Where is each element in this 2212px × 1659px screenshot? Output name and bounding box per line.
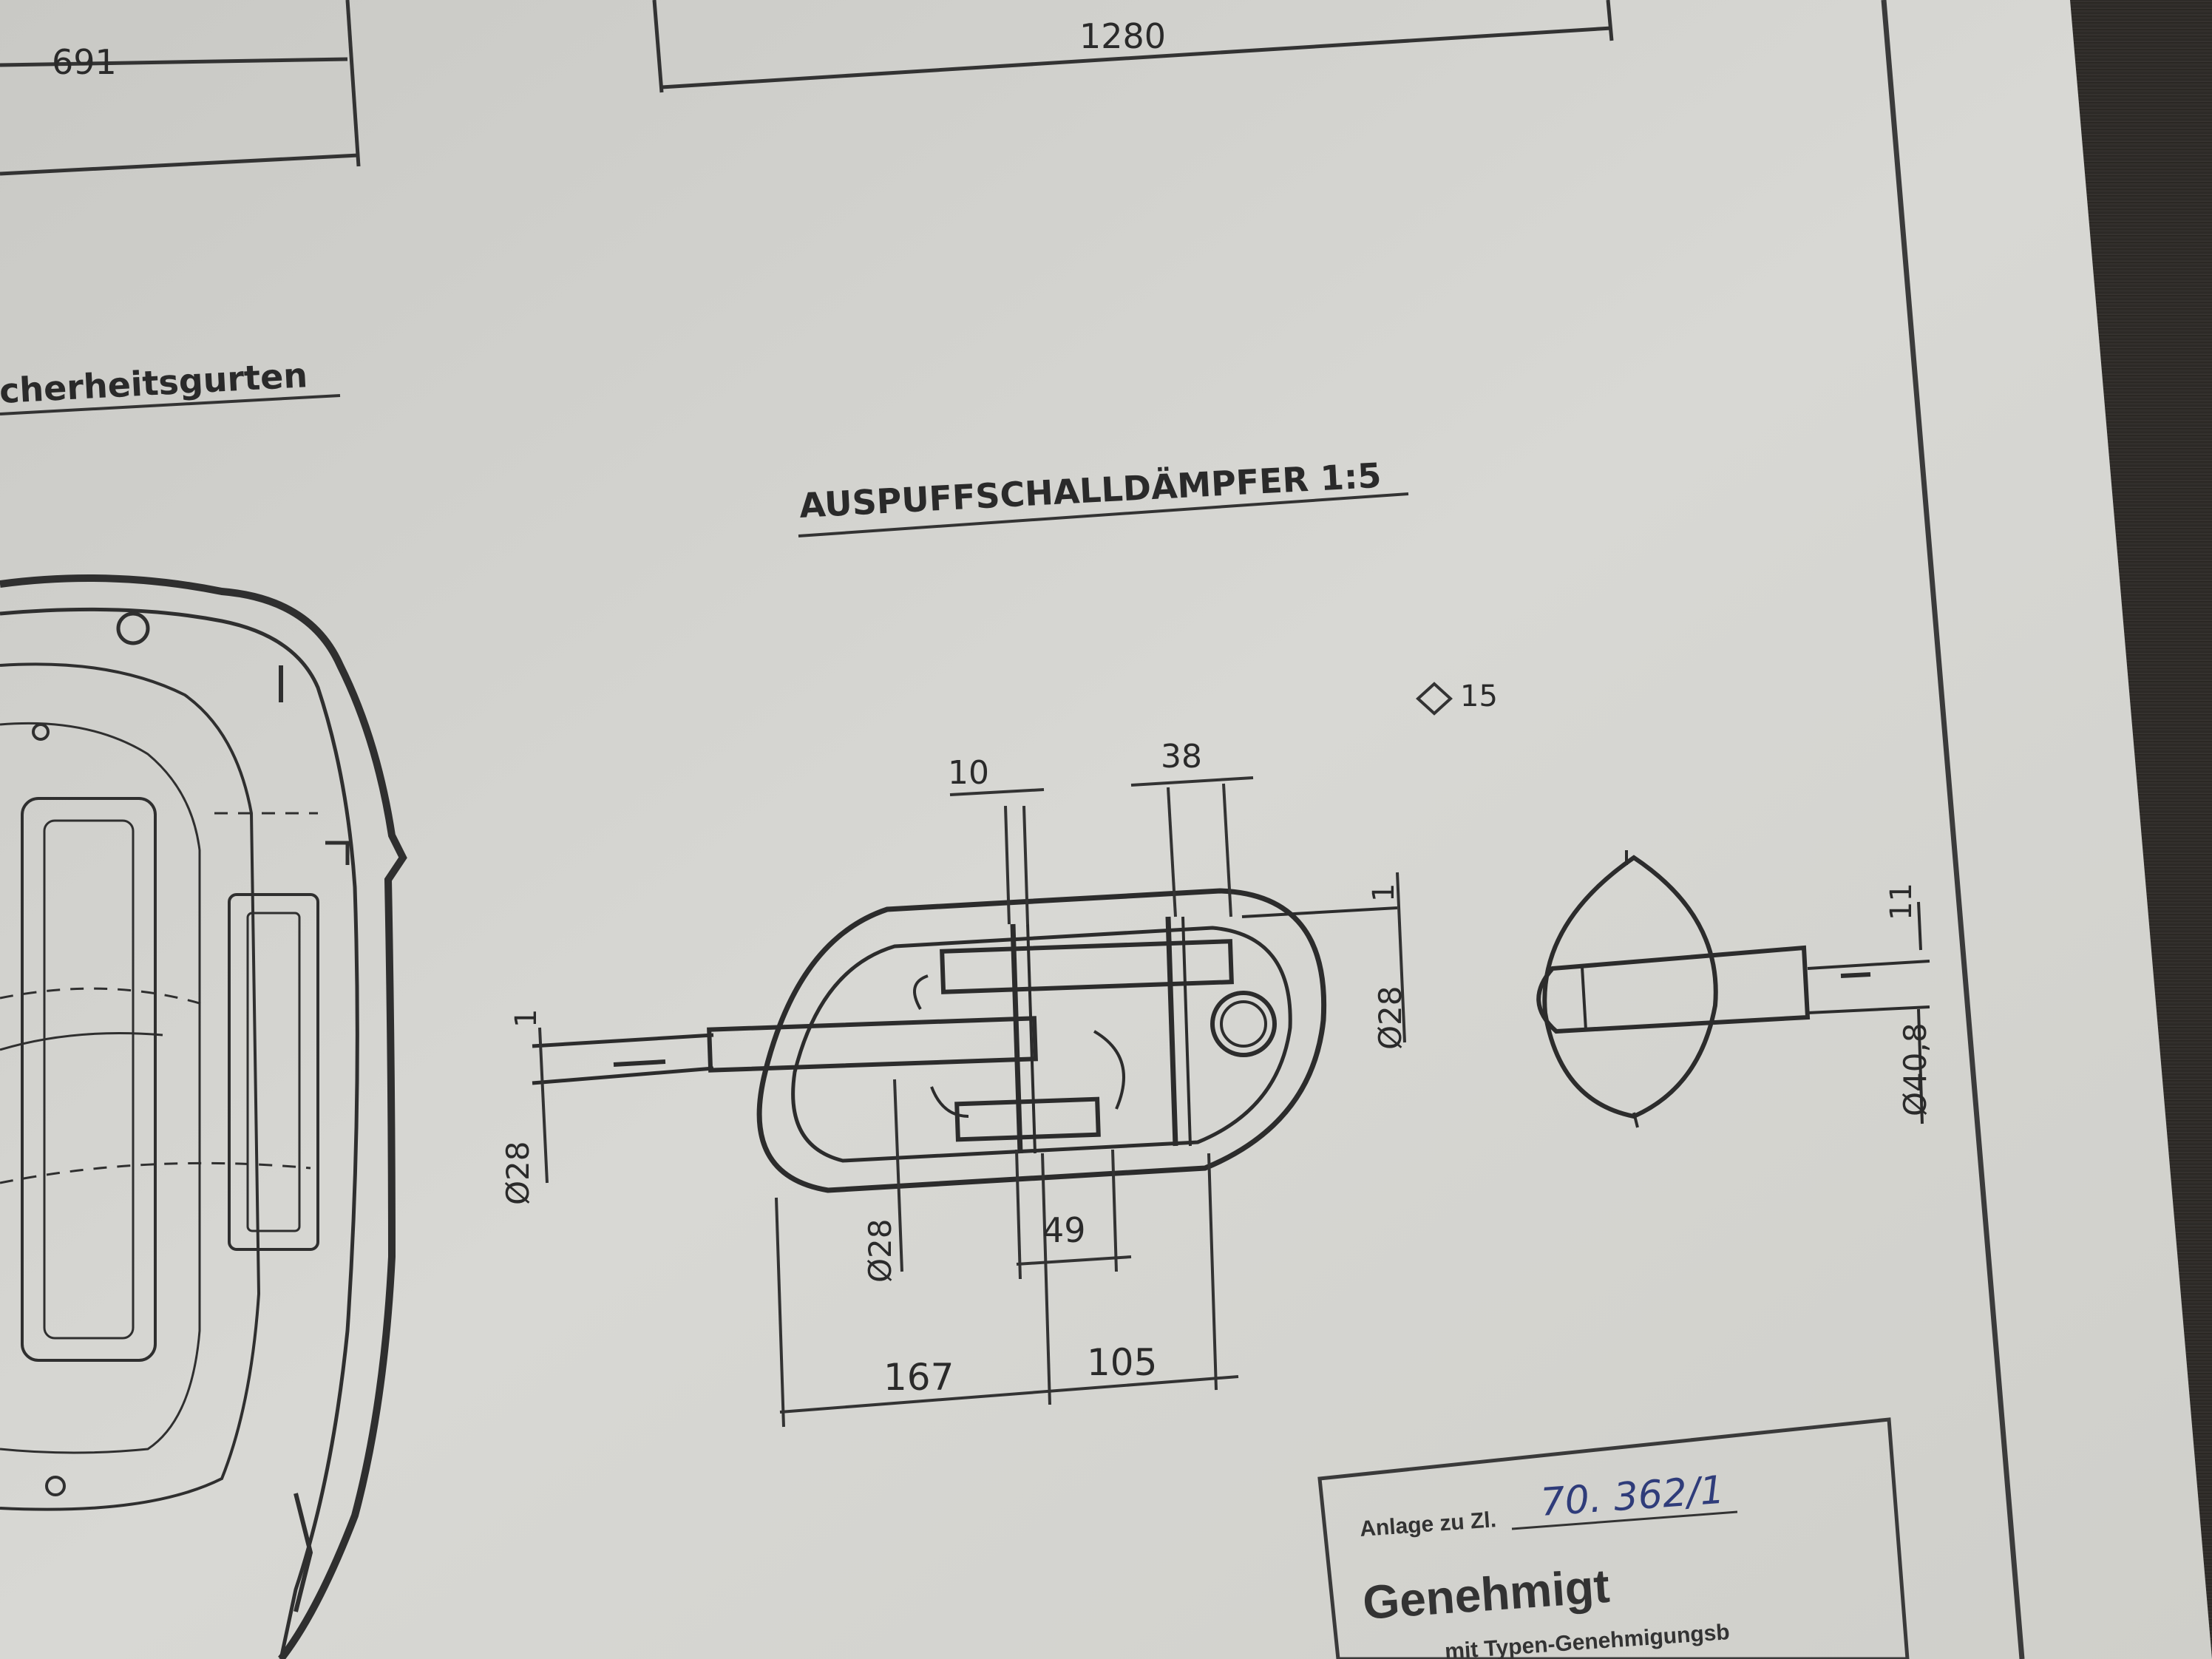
dim-167: 167	[883, 1356, 954, 1399]
top-dimension-691	[0, 0, 361, 176]
muffler-side-view	[1536, 850, 1930, 1128]
dim-dia28-lower: Ø28	[862, 1218, 898, 1283]
stamp-number-line	[1511, 1510, 1738, 1530]
dim-1-left: 1	[509, 1009, 543, 1028]
dim-11: 11	[1884, 883, 1918, 920]
dim-dia40-8: Ø40,8	[1897, 1022, 1933, 1116]
surface-symbol-value: 15	[1460, 679, 1498, 713]
heading-underline	[0, 394, 341, 415]
surface-symbol-icon	[1416, 682, 1453, 716]
dim-dia28-left: Ø28	[500, 1141, 536, 1205]
dim-38: 38	[1161, 738, 1202, 776]
dim-1280: 1280	[1079, 16, 1166, 56]
dim-1-right: 1	[1367, 883, 1401, 902]
car-body-outline	[0, 574, 407, 1659]
muffler-dimension-lines	[538, 776, 1406, 1428]
dim-105: 105	[1087, 1341, 1157, 1384]
title-underline	[798, 492, 1409, 537]
muffler-front-view	[532, 888, 1398, 1193]
approval-stamp	[1317, 1417, 1910, 1659]
dim-dia28-right: Ø28	[1372, 985, 1408, 1050]
frame-border	[1881, 0, 2025, 1659]
dim-10: 10	[948, 754, 989, 792]
dim-49: 49	[1042, 1210, 1086, 1250]
top-dimension-1280	[652, 0, 1614, 93]
dim-691: 691	[52, 42, 117, 82]
